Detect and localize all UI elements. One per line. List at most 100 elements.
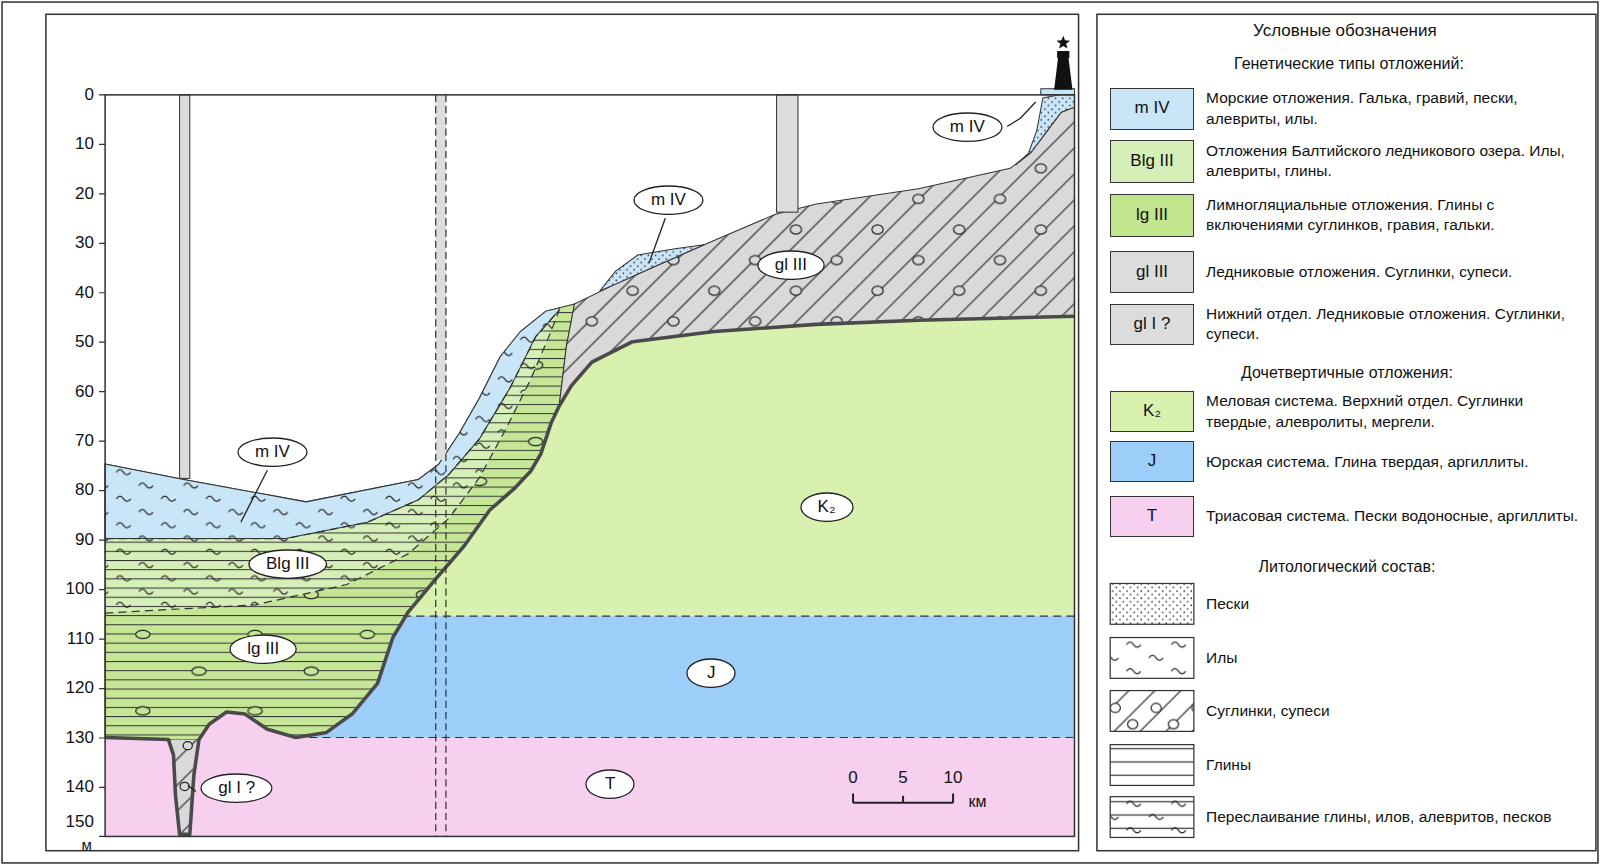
ellipse-shape: [230, 635, 296, 663]
legend-text: Глины: [1206, 755, 1588, 775]
unit-label-text: J: [707, 663, 716, 683]
depth-tick-label: 50: [75, 332, 94, 352]
legend-text: Пески: [1206, 594, 1588, 614]
dashed-boundary: [105, 310, 559, 538]
unit-label-text: gl I ?: [218, 778, 255, 798]
jurassic-layer: [296, 616, 1075, 737]
legend-text: Отложения Балтийского ледникового озера.…: [1206, 141, 1588, 181]
lighthouse-symbol: [1054, 36, 1072, 90]
unit-label-text: Blg III: [266, 554, 309, 574]
swatch-code: gl I ?: [1134, 314, 1171, 334]
section-panel: [46, 14, 1079, 850]
legend-text: Триасовая система. Пески водоносные, арг…: [1206, 506, 1588, 526]
ellipse-shape: [758, 251, 824, 279]
unit-label-ellipse: lg III: [229, 634, 297, 664]
depth-tick-label: 120: [66, 678, 94, 698]
depth-tick-label: 70: [75, 431, 94, 451]
plot-frame: [105, 95, 1074, 837]
legend-pattern-swatches: [1110, 583, 1194, 837]
limnoglacial-layer: [105, 304, 574, 740]
legend-text: Юрская система. Глина твердая, аргиллиты…: [1206, 452, 1588, 472]
unit-label-ellipse: T: [585, 769, 635, 799]
depth-tick-label: 150: [66, 812, 94, 832]
scale-bar: [853, 794, 953, 803]
depth-tick-label: 40: [75, 283, 94, 303]
depth-ticks: [99, 95, 105, 837]
swatch-code: m IV: [1135, 98, 1170, 118]
unit-label-text: gl III: [775, 255, 807, 275]
depth-tick-label: 10: [75, 134, 94, 154]
unit-label-ellipse: gl I ?: [200, 773, 273, 803]
ellipse-shape: [687, 659, 735, 687]
quaternary-base-line: [105, 316, 1074, 834]
legend-text: Лимногляциальные отложения. Глины с вклю…: [1206, 195, 1588, 235]
swatch-code: T: [1147, 506, 1157, 526]
unit-label-ellipse: m IV: [237, 437, 308, 467]
unit-label-text: lg III: [247, 639, 279, 659]
scale-label: 0: [848, 768, 857, 788]
depth-tick-label: 30: [75, 233, 94, 253]
depth-unit: м: [82, 836, 92, 854]
swatch-code: Blg III: [1130, 151, 1173, 171]
ellipse-shape: [586, 770, 634, 798]
unit-label-ellipse: K₂: [800, 492, 854, 522]
unit-label-text: m IV: [651, 190, 686, 210]
borehole-line: [445, 95, 446, 837]
ellipse-shape: [801, 493, 853, 521]
unit-label-ellipse: m IV: [932, 112, 1003, 142]
legend-text: Переслаивание глины, илов, алевритов, пе…: [1206, 807, 1588, 827]
unit-label-text: T: [605, 774, 615, 794]
unit-label-ellipse: Blg III: [248, 549, 327, 579]
legend-heading: Литологический состав:: [1258, 557, 1435, 576]
depth-tick-label: 140: [66, 777, 94, 797]
marine-sand-lens: [600, 89, 1074, 291]
unit-label-ellipse: m IV: [633, 185, 704, 215]
depth-tick-label: 20: [75, 184, 94, 204]
unit-label-ellipse: gl III: [757, 250, 825, 280]
ellipse-shape: [201, 774, 272, 802]
swatch-code: lg III: [1136, 205, 1168, 225]
depth-tick-label: 100: [66, 579, 94, 599]
ellipse-shape: [634, 186, 703, 214]
legend-panel: [1097, 14, 1596, 850]
depth-tick-label: 60: [75, 382, 94, 402]
dashed-boundary: [296, 737, 1075, 738]
legend-title: Условные обозначения: [1253, 21, 1437, 41]
legend-text: Нижний отдел. Ледниковые отложения. Сугл…: [1206, 304, 1588, 344]
depth-tick-label: 0: [84, 85, 93, 105]
leader-line: [649, 218, 665, 263]
legend-heading: Дочетвертичные отложения:: [1241, 363, 1453, 382]
depth-tick-label: 90: [75, 530, 94, 550]
marine-silt-layer: [105, 308, 559, 539]
swatch-code: gl III: [1136, 262, 1168, 282]
depth-tick-label: 110: [67, 629, 94, 649]
glacial-layer: [559, 107, 1074, 406]
scale-label: 5: [898, 768, 907, 788]
unit-label-ellipse: J: [686, 658, 736, 688]
swatch-code: J: [1148, 451, 1157, 471]
borehole: [436, 95, 446, 460]
borehole-line: [435, 95, 436, 837]
leader-line: [188, 785, 196, 791]
depth-tick-label: 130: [66, 728, 94, 748]
legend-text: Суглинки, супеси: [1206, 701, 1588, 721]
swatch-code: K₂: [1143, 401, 1161, 421]
baltic-lake-layer: [105, 310, 559, 613]
legend-text: Меловая система. Верхний отдел. Суглинки…: [1206, 391, 1588, 431]
legend-text: Ледниковые отложения. Суглинки, супеси.: [1206, 262, 1588, 282]
borehole: [777, 95, 798, 212]
dashed-boundary: [105, 310, 559, 613]
unit-label-text: m IV: [255, 442, 290, 462]
borehole: [180, 95, 190, 479]
legend-text: Морские отложения. Галька, гравий, пески…: [1206, 88, 1588, 128]
ellipse-shape: [933, 113, 1002, 141]
legend-text: Илы: [1206, 648, 1588, 668]
unit-label-text: K₂: [818, 497, 836, 517]
ellipse-shape: [249, 550, 326, 578]
ellipse-shape: [238, 438, 307, 466]
leader-line: [241, 470, 268, 522]
unit-label-text: m IV: [950, 117, 985, 137]
